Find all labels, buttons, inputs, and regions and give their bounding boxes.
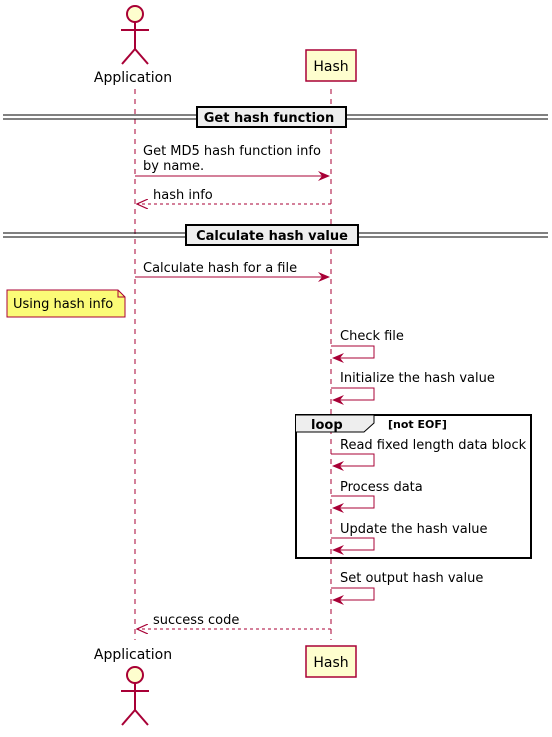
message-label: Calculate hash for a file bbox=[143, 261, 297, 276]
message-label: Process data bbox=[340, 480, 423, 495]
message-label-line-1: Get MD5 hash function info bbox=[143, 144, 321, 159]
loop-keyword: loop bbox=[311, 418, 343, 433]
participant-label: Application bbox=[94, 647, 172, 663]
participant-label: Hash bbox=[313, 59, 348, 75]
message-label: Initialize the hash value bbox=[340, 371, 495, 386]
message-hash-info: hash info bbox=[137, 188, 331, 204]
note-text: Using hash info bbox=[13, 297, 113, 312]
message-label: Check file bbox=[340, 329, 404, 344]
actor-figure-icon bbox=[121, 5, 149, 65]
note-using-hash-info: Using hash info bbox=[6, 289, 126, 318]
divider-label: Calculate hash value bbox=[196, 229, 348, 244]
message-get-md5-info: Get MD5 hash function info by name. bbox=[135, 144, 330, 181]
message-label: Set output hash value bbox=[340, 571, 483, 586]
message-label: hash info bbox=[153, 188, 213, 203]
message-process-data: Process data bbox=[331, 480, 423, 513]
divider-get-hash-function: Get hash function bbox=[3, 106, 548, 128]
loop-fragment: loop [not EOF] bbox=[295, 414, 532, 559]
message-calculate-hash: Calculate hash for a file bbox=[135, 261, 330, 282]
divider-label: Get hash function bbox=[204, 111, 335, 126]
participant-label: Application bbox=[94, 70, 172, 86]
actor-application-bottom: Application bbox=[94, 647, 172, 726]
actor-application-top: Application bbox=[94, 5, 172, 86]
message-update-hash: Update the hash value bbox=[331, 522, 488, 555]
message-read-block: Read fixed length data block bbox=[331, 438, 527, 471]
loop-condition: [not EOF] bbox=[388, 418, 447, 431]
participant-label: Hash bbox=[313, 655, 348, 671]
divider-calculate-hash-value: Calculate hash value bbox=[3, 224, 548, 246]
message-label: Update the hash value bbox=[340, 522, 488, 537]
message-label: Read fixed length data block bbox=[340, 438, 527, 453]
message-label-line-2: by name. bbox=[143, 159, 204, 174]
actor-figure-icon bbox=[121, 666, 149, 726]
message-label: success code bbox=[153, 613, 239, 628]
participant-hash-bottom: Hash bbox=[305, 645, 357, 678]
participant-hash-top: Hash bbox=[305, 49, 357, 82]
message-success-code: success code bbox=[137, 613, 331, 629]
message-check-file: Check file bbox=[331, 329, 404, 363]
message-set-output: Set output hash value bbox=[331, 571, 483, 605]
message-initialize-hash: Initialize the hash value bbox=[331, 371, 495, 405]
